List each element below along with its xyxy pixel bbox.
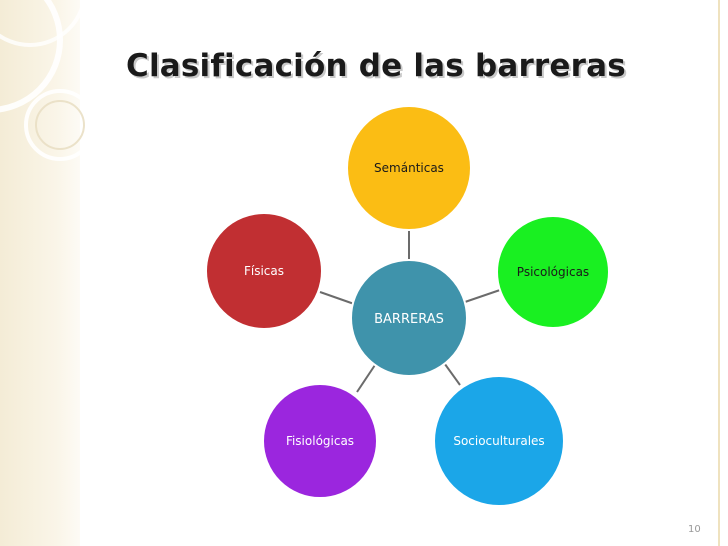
node-barreras-circle — [350, 259, 468, 377]
decorative-circles — [0, 0, 96, 161]
node-fisicas-label: Físicas — [244, 264, 284, 278]
node-socioculturales-label: Socioculturales — [453, 434, 544, 448]
node-fisicas: Físicas — [205, 212, 323, 330]
node-semanticas-circle — [346, 105, 472, 231]
connector-psicologicas — [461, 289, 501, 304]
node-fisiologicas: Fisiológicas — [262, 383, 378, 499]
node-semanticas: Semánticas — [346, 105, 472, 231]
connector-fisicas — [319, 291, 358, 306]
slide-title: Clasificación de las barreras — [126, 48, 626, 84]
right-edge-rule — [718, 0, 720, 546]
node-fisiologicas-circle — [262, 383, 378, 499]
node-socioculturales: Socioculturales — [433, 375, 565, 507]
node-psicologicas: Psicológicas — [496, 215, 610, 329]
node-barreras-label: BARRERAS — [374, 312, 444, 327]
connector-fisiologicas — [356, 364, 376, 393]
node-psicologicas-label: Psicológicas — [517, 265, 589, 279]
page-number: 10 — [688, 524, 701, 535]
node-semanticas-label: Semánticas — [374, 161, 444, 175]
node-socioculturales-circle — [433, 375, 565, 507]
node-fisiologicas-label: Fisiológicas — [286, 434, 354, 448]
node-fisicas-circle — [205, 212, 323, 330]
node-barreras-center: BARRERAS — [350, 259, 468, 377]
node-psicologicas-circle — [496, 215, 610, 329]
